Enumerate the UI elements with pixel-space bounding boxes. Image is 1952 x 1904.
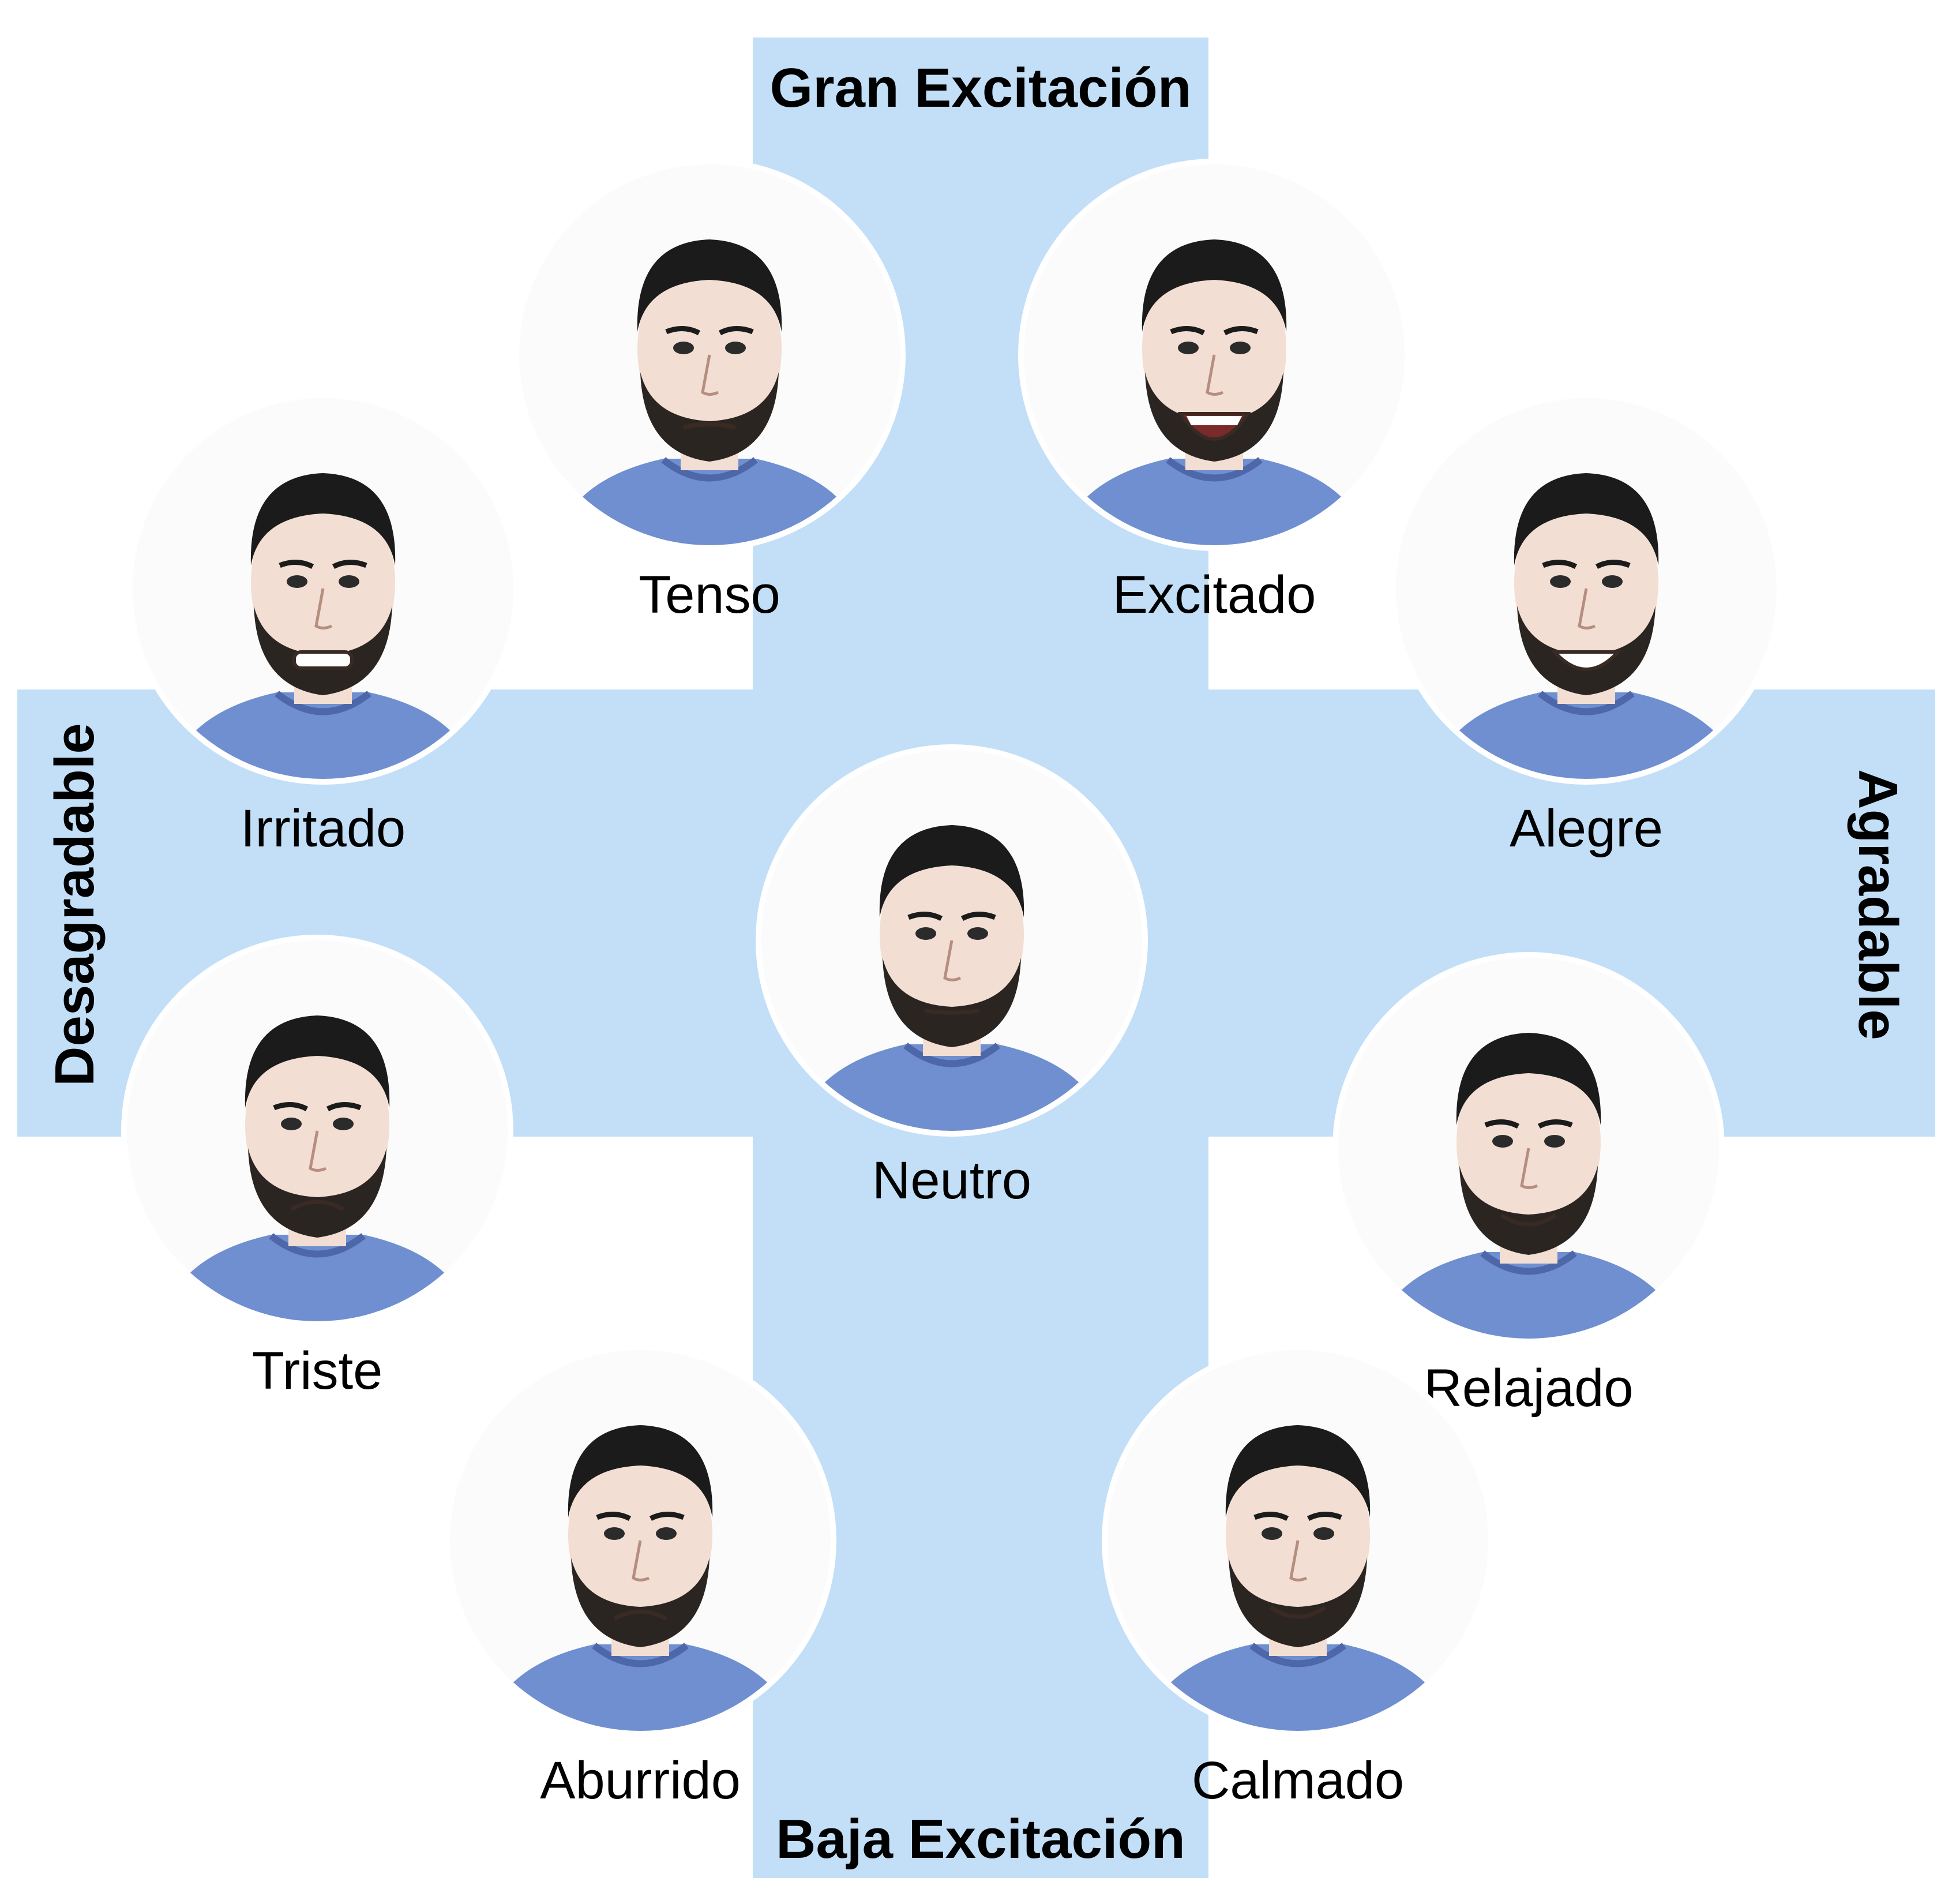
axis-label-pleasant: Agradable	[1847, 769, 1909, 1040]
face-portrait-alegre	[1396, 398, 1777, 779]
face-portrait-tenso	[519, 164, 900, 545]
axis-label-low-arousal: Baja Excitación	[776, 1808, 1185, 1870]
face-portrait-irritado	[133, 398, 513, 779]
face-portrait-aburrido	[450, 1350, 831, 1731]
emotion-label-relajado: Relajado	[1424, 1359, 1634, 1418]
emotion-excitado: Excitado	[1024, 164, 1405, 718]
face-portrait-relajado	[1338, 958, 1719, 1339]
axis-label-high-arousal: Gran Excitación	[769, 57, 1192, 119]
axis-label-unpleasant: Desagradable	[44, 723, 106, 1086]
face-portrait-excitado	[1024, 164, 1405, 545]
emotion-relajado: Relajado	[1338, 958, 1719, 1512]
face-portrait-calmado	[1108, 1350, 1488, 1731]
emotion-label-neutro: Neutro	[872, 1151, 1032, 1210]
emotion-label-irritado: Irritado	[240, 799, 406, 858]
emotion-tenso: Tenso	[519, 164, 900, 718]
emotion-label-excitado: Excitado	[1112, 565, 1316, 624]
emotion-triste: Triste	[127, 940, 508, 1494]
emotion-label-calmado: Calmado	[1191, 1751, 1405, 1810]
emotion-neutro: Neutro	[761, 750, 1142, 1304]
emotion-label-triste: Triste	[251, 1341, 383, 1400]
face-portrait-neutro	[761, 750, 1142, 1131]
face-portrait-triste	[127, 940, 508, 1321]
emotion-calmado: Calmado	[1108, 1350, 1488, 1904]
emotion-label-alegre: Alegre	[1510, 799, 1663, 858]
emotion-aburrido: Aburrido	[450, 1350, 831, 1904]
emotion-label-aburrido: Aburrido	[540, 1751, 741, 1810]
emotion-irritado: Irritado	[133, 398, 513, 952]
emotion-alegre: Alegre	[1396, 398, 1777, 952]
emotion-label-tenso: Tenso	[639, 565, 780, 624]
